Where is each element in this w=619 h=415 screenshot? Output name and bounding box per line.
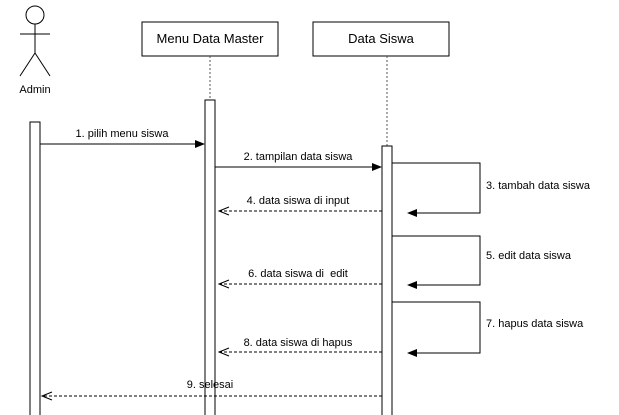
participant-menu-data-master: Menu Data Master: [141, 21, 279, 57]
arrowhead-filled: [407, 349, 417, 357]
message-3: 3. tambah data siswa: [392, 162, 591, 217]
arrowhead-open: [217, 206, 230, 216]
message-5: 5. edit data siswa: [392, 235, 572, 289]
message-2: 2. tampilan data siswa: [215, 151, 382, 171]
message-4: 4. data siswa di input: [217, 195, 382, 216]
message-label-5: 5. edit data siswa: [486, 250, 572, 262]
message-7: 7. hapus data siswa: [392, 301, 584, 357]
participant-label-menu: Menu Data Master: [157, 31, 265, 46]
message-label-2: 2. tampilan data siswa: [244, 151, 354, 163]
activation-bar-menu: [204, 99, 216, 415]
participant-data-siswa: Data Siswa: [312, 21, 450, 57]
message-6: 6. data siswa di edit: [217, 268, 382, 289]
actor-admin-label: Admin: [19, 84, 50, 96]
actor-admin: Admin: [19, 5, 51, 96]
participant-box-menu: [141, 21, 279, 57]
participant-box-siswa: [312, 21, 450, 57]
participant-label-siswa: Data Siswa: [348, 31, 415, 46]
message-1: 1. pilih menu siswa: [40, 128, 205, 148]
message-9: 9. selesai: [40, 379, 382, 401]
arrowhead-open: [217, 279, 230, 289]
message-label-8: 8. data siswa di hapus: [244, 337, 353, 349]
arrowhead-filled: [407, 281, 417, 289]
arrowhead-open: [217, 347, 230, 357]
message-label-6: 6. data siswa di edit: [248, 268, 348, 280]
activation-bar-siswa: [381, 145, 393, 415]
message-label-7: 7. hapus data siswa: [486, 318, 584, 330]
message-label-9: 9. selesai: [187, 379, 233, 391]
activation-bar-admin: [29, 121, 41, 415]
message-8: 8. data siswa di hapus: [217, 337, 382, 357]
stick-figure-icon: [19, 5, 51, 77]
message-label-4: 4. data siswa di input: [247, 195, 350, 207]
message-label-1: 1. pilih menu siswa: [76, 128, 170, 140]
message-label-3: 3. tambah data siswa: [486, 180, 591, 192]
arrowhead-filled: [372, 163, 382, 171]
arrowhead-filled: [195, 140, 205, 148]
arrowhead-open: [40, 391, 53, 401]
arrowhead-filled: [407, 209, 417, 217]
